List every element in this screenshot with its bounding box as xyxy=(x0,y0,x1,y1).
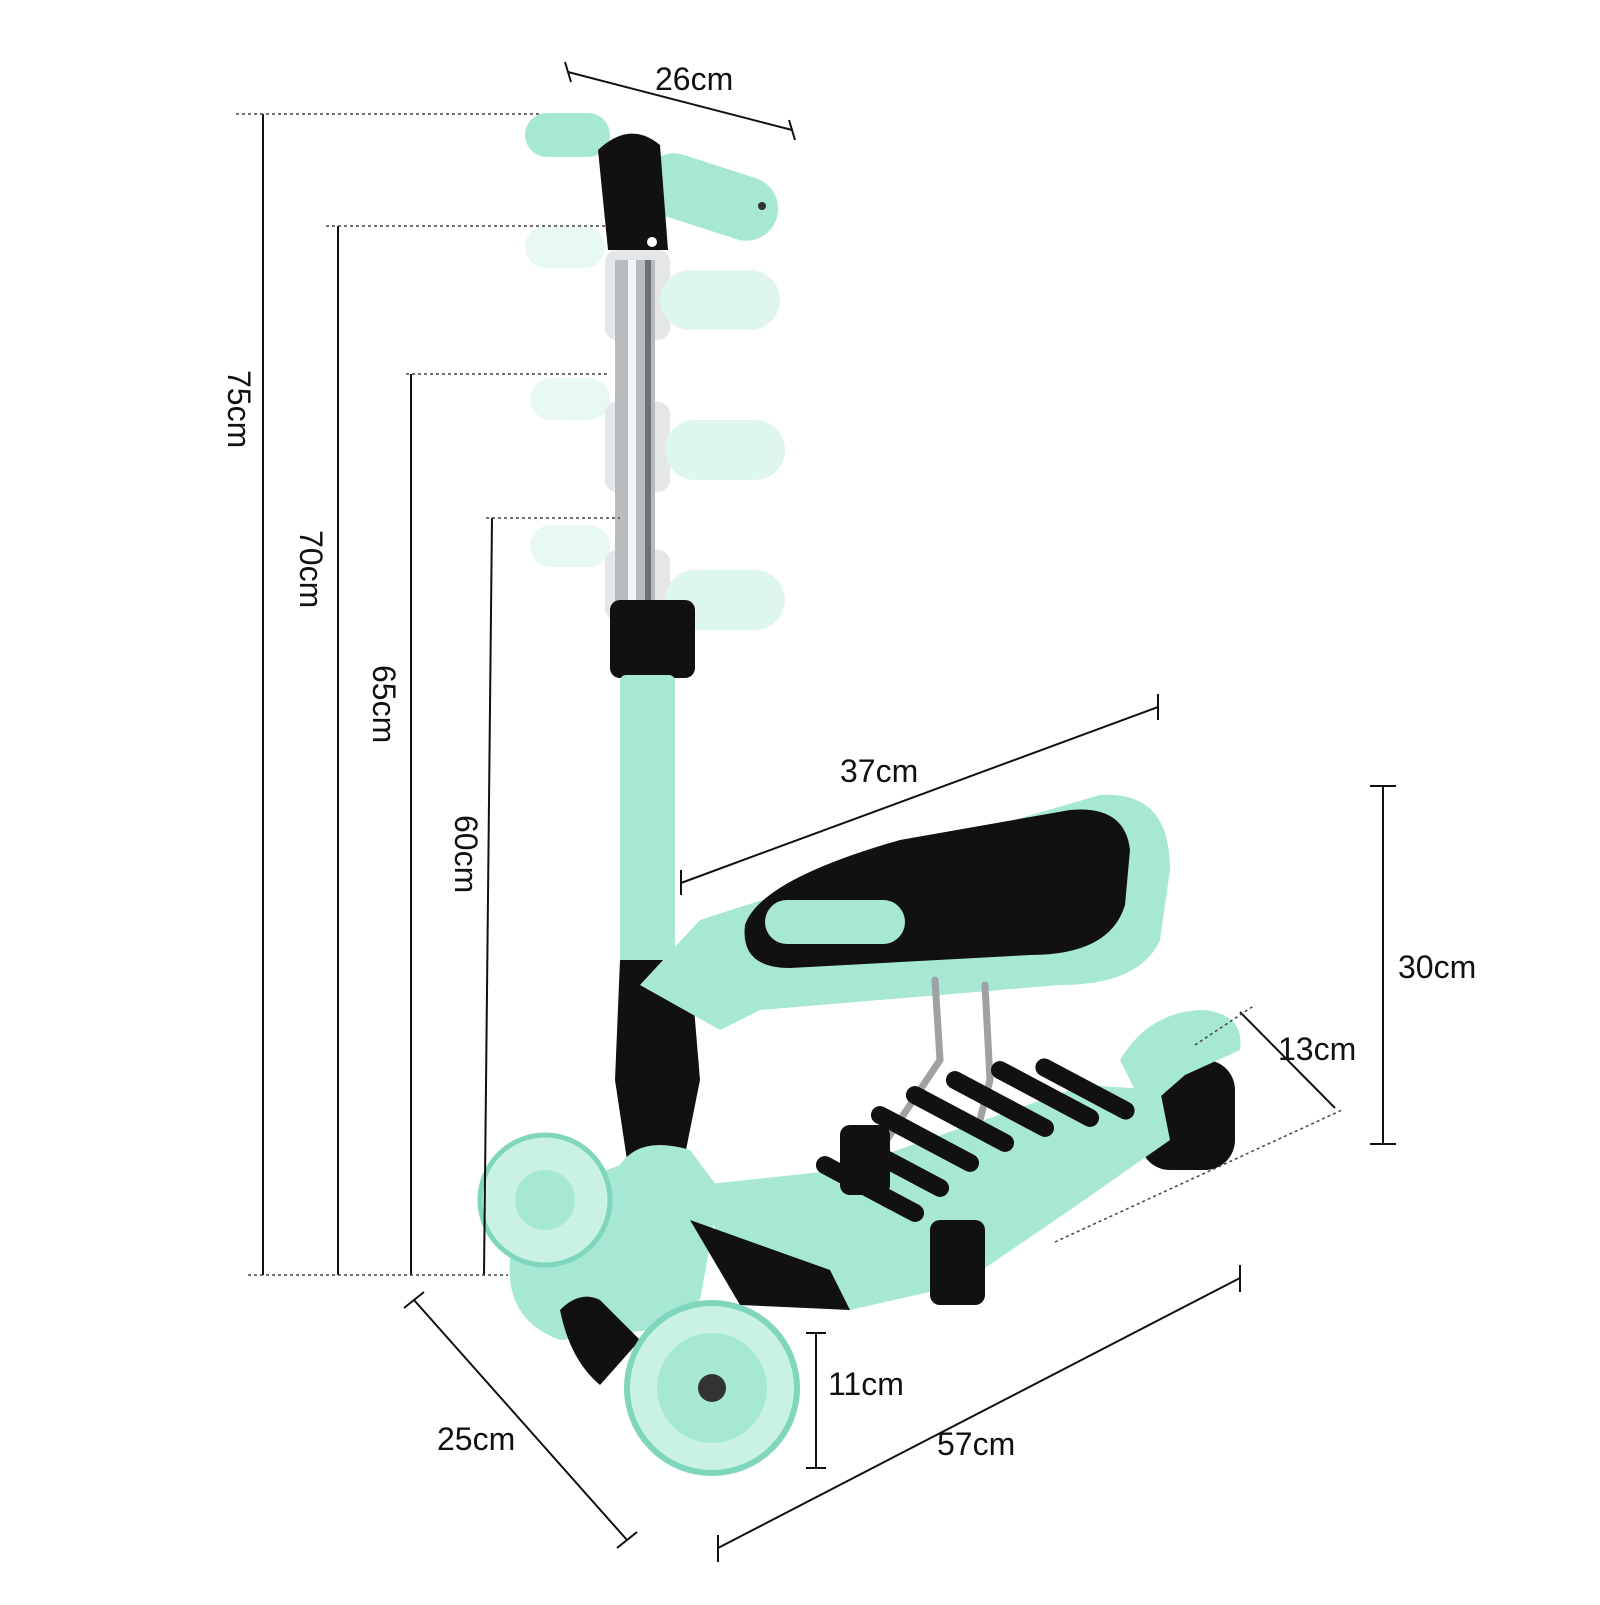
dimension-lines xyxy=(262,61,1396,1562)
label-seat-height: 30cm xyxy=(1398,949,1476,985)
label-height-75: 75cm xyxy=(221,370,257,448)
deck xyxy=(700,1058,1170,1310)
label-deck-width: 13cm xyxy=(1278,1031,1356,1067)
label-total-length: 57cm xyxy=(937,1426,1015,1462)
label-height-65: 65cm xyxy=(366,665,402,743)
stem-clamp xyxy=(610,600,695,678)
front-wheel-left xyxy=(477,1132,613,1268)
extension-lines xyxy=(236,113,1343,1276)
label-front-width: 25cm xyxy=(437,1421,515,1457)
dim-line-seat-length xyxy=(680,706,1159,884)
seat xyxy=(640,794,1170,1030)
ghost-handlebar-65 xyxy=(530,378,785,492)
label-height-60: 60cm xyxy=(448,815,484,893)
scooter-illustration xyxy=(477,113,1241,1476)
label-handlebar-width: 26cm xyxy=(655,61,733,97)
dim-line-deck-width xyxy=(1239,1011,1336,1109)
dim-line-front-width xyxy=(413,1299,628,1541)
front-wheel-right xyxy=(624,1300,800,1476)
lower-stem xyxy=(620,675,675,975)
label-height-70: 70cm xyxy=(293,530,329,608)
dim-line-height-60 xyxy=(483,517,493,1276)
label-wheel-diameter: 11cm xyxy=(828,1366,904,1402)
dim-line-handlebar-width xyxy=(567,71,793,131)
dim-line-total-length xyxy=(717,1277,1241,1549)
label-seat-length: 37cm xyxy=(840,753,918,789)
steering-column xyxy=(615,960,700,1180)
handlebar-top xyxy=(525,113,779,250)
